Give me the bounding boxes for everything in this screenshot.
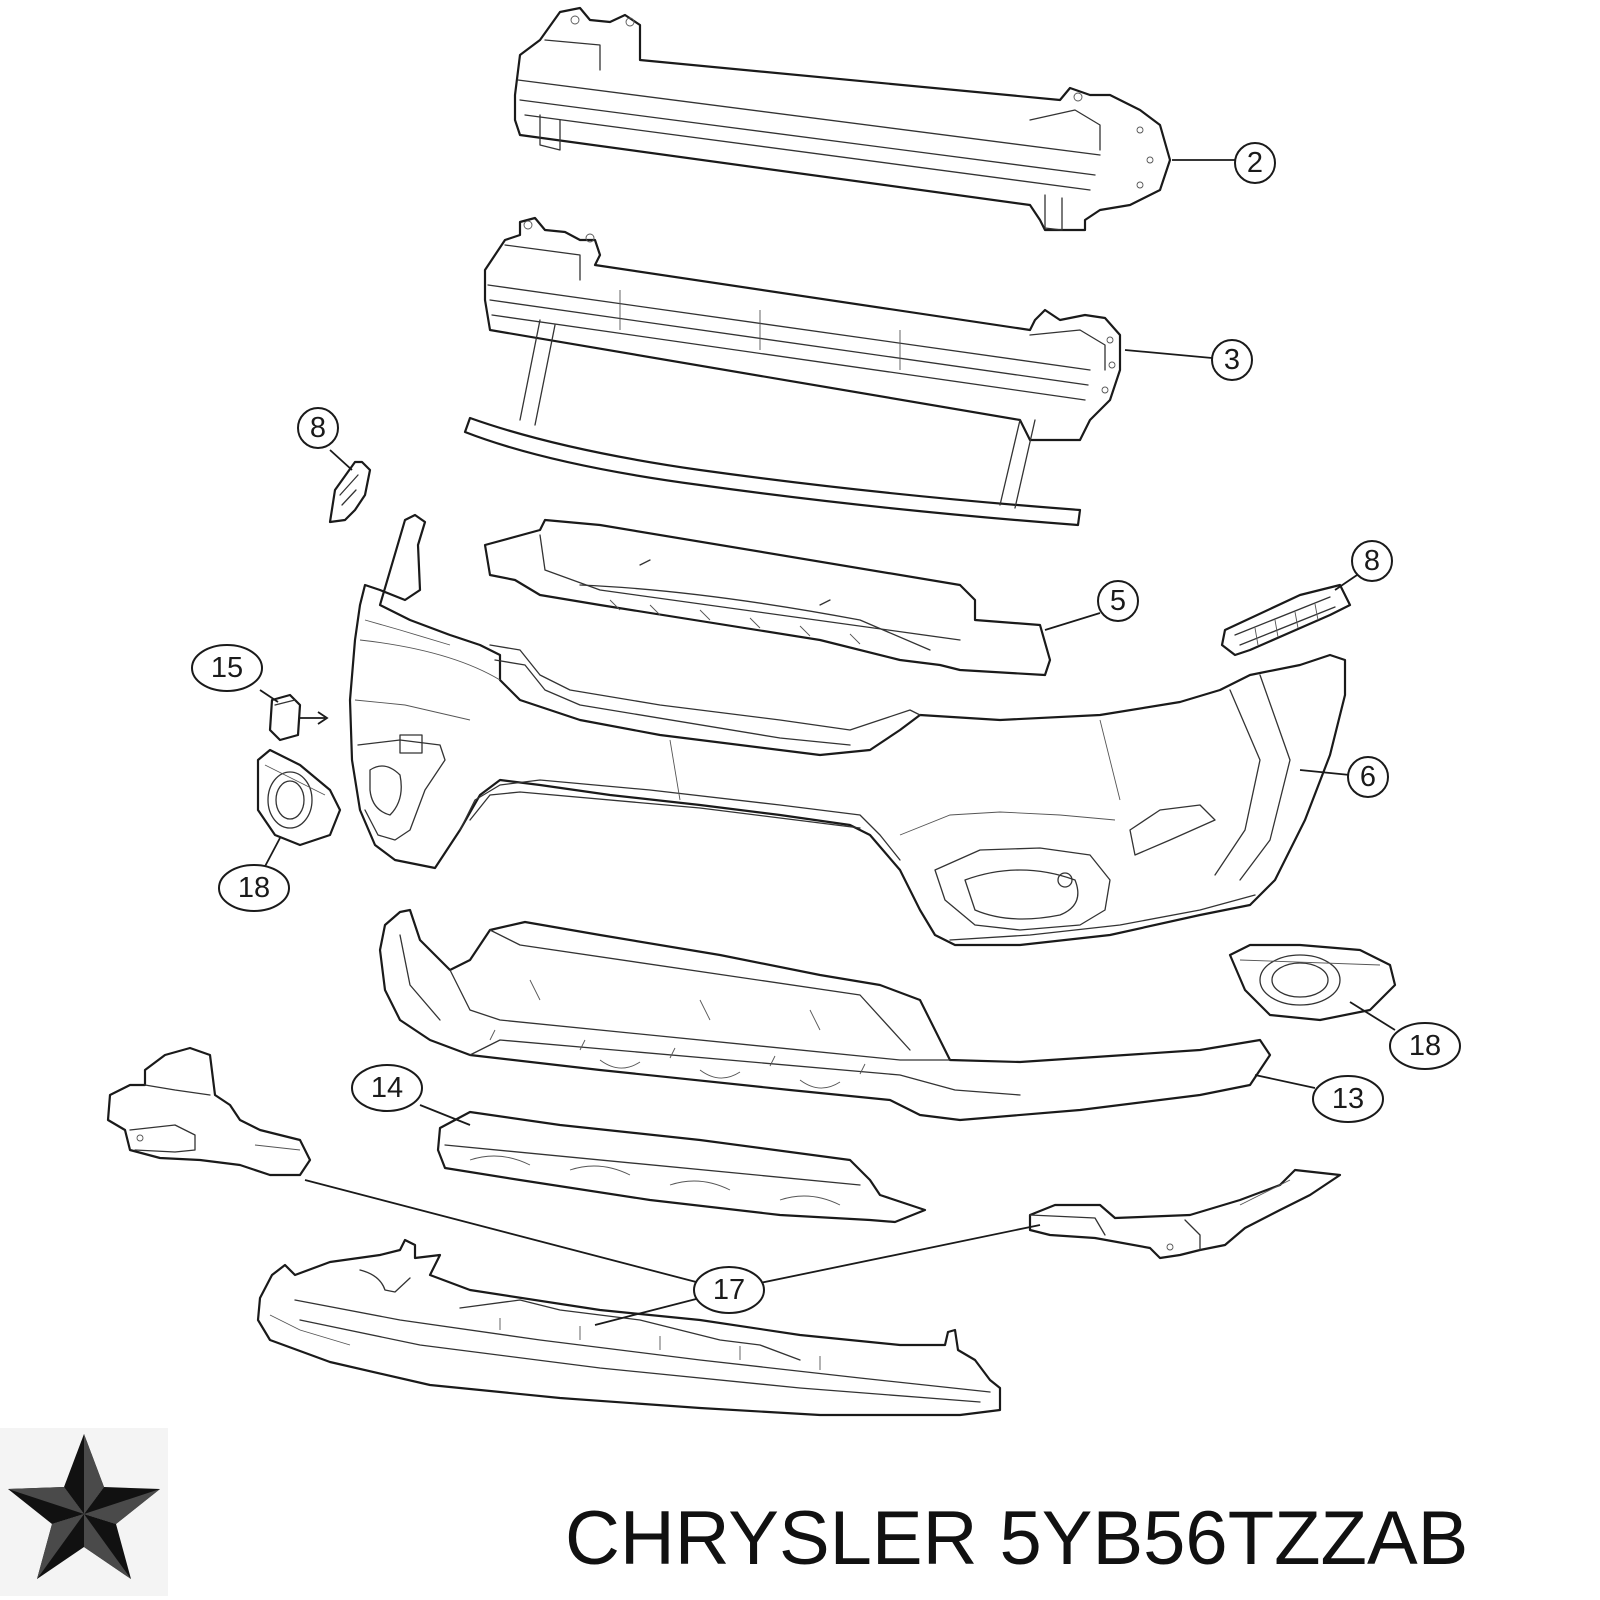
- callout-8-right: 8: [1351, 540, 1393, 582]
- part-8-left-bracket: [328, 460, 372, 524]
- callout-3: 3: [1211, 339, 1253, 381]
- part-15-tow-hook-cap: [268, 693, 329, 742]
- callout-2-label: 2: [1247, 147, 1263, 179]
- part-6-front-fascia: [348, 513, 1347, 947]
- callout-14: 14: [351, 1064, 423, 1112]
- callout-17: 17: [693, 1266, 765, 1314]
- callout-6: 6: [1347, 756, 1389, 798]
- callout-5-label: 5: [1110, 585, 1126, 617]
- callout-15: 15: [191, 644, 263, 692]
- callout-2: 2: [1234, 142, 1276, 184]
- brand-name: CHRYSLER: [565, 1496, 978, 1581]
- callout-13: 13: [1312, 1075, 1384, 1123]
- part-18-left-fog-bezel: [256, 748, 342, 847]
- callout-18-left-label: 18: [238, 872, 270, 904]
- callout-3-label: 3: [1224, 344, 1240, 376]
- callout-6-label: 6: [1360, 761, 1376, 793]
- part-17-underbody-shield: [256, 1238, 1002, 1417]
- part-17-right-shield: [1028, 1168, 1342, 1260]
- part-14-skid-plate: [436, 1110, 927, 1224]
- part-8-right-bracket: [1220, 583, 1352, 657]
- chrysler-pentastar-logo: [0, 1428, 168, 1596]
- part-number: 5YB56TZZAB: [999, 1496, 1469, 1581]
- callout-8-left-label: 8: [310, 412, 326, 444]
- part-3-lower-reinforcement: [463, 216, 1122, 527]
- callout-8-right-label: 8: [1364, 545, 1380, 577]
- callout-17-label: 17: [713, 1274, 745, 1306]
- callout-18-left: 18: [218, 864, 290, 912]
- part-17-left-shield: [106, 1046, 312, 1177]
- callout-15-label: 15: [211, 652, 243, 684]
- part-5-energy-absorber: [483, 518, 1052, 677]
- callout-13-label: 13: [1332, 1083, 1364, 1115]
- part-13-lower-fascia: [378, 908, 1272, 1122]
- callout-14-label: 14: [371, 1072, 403, 1104]
- part-2-reinforcement-beam: [513, 6, 1172, 232]
- callout-8-left: 8: [297, 407, 339, 449]
- callout-5: 5: [1097, 580, 1139, 622]
- part-18-right-fog-bezel: [1228, 943, 1397, 1022]
- callout-18-right: 18: [1389, 1022, 1461, 1070]
- callout-18-right-label: 18: [1409, 1030, 1441, 1062]
- leader-lines: [259, 159, 1396, 1326]
